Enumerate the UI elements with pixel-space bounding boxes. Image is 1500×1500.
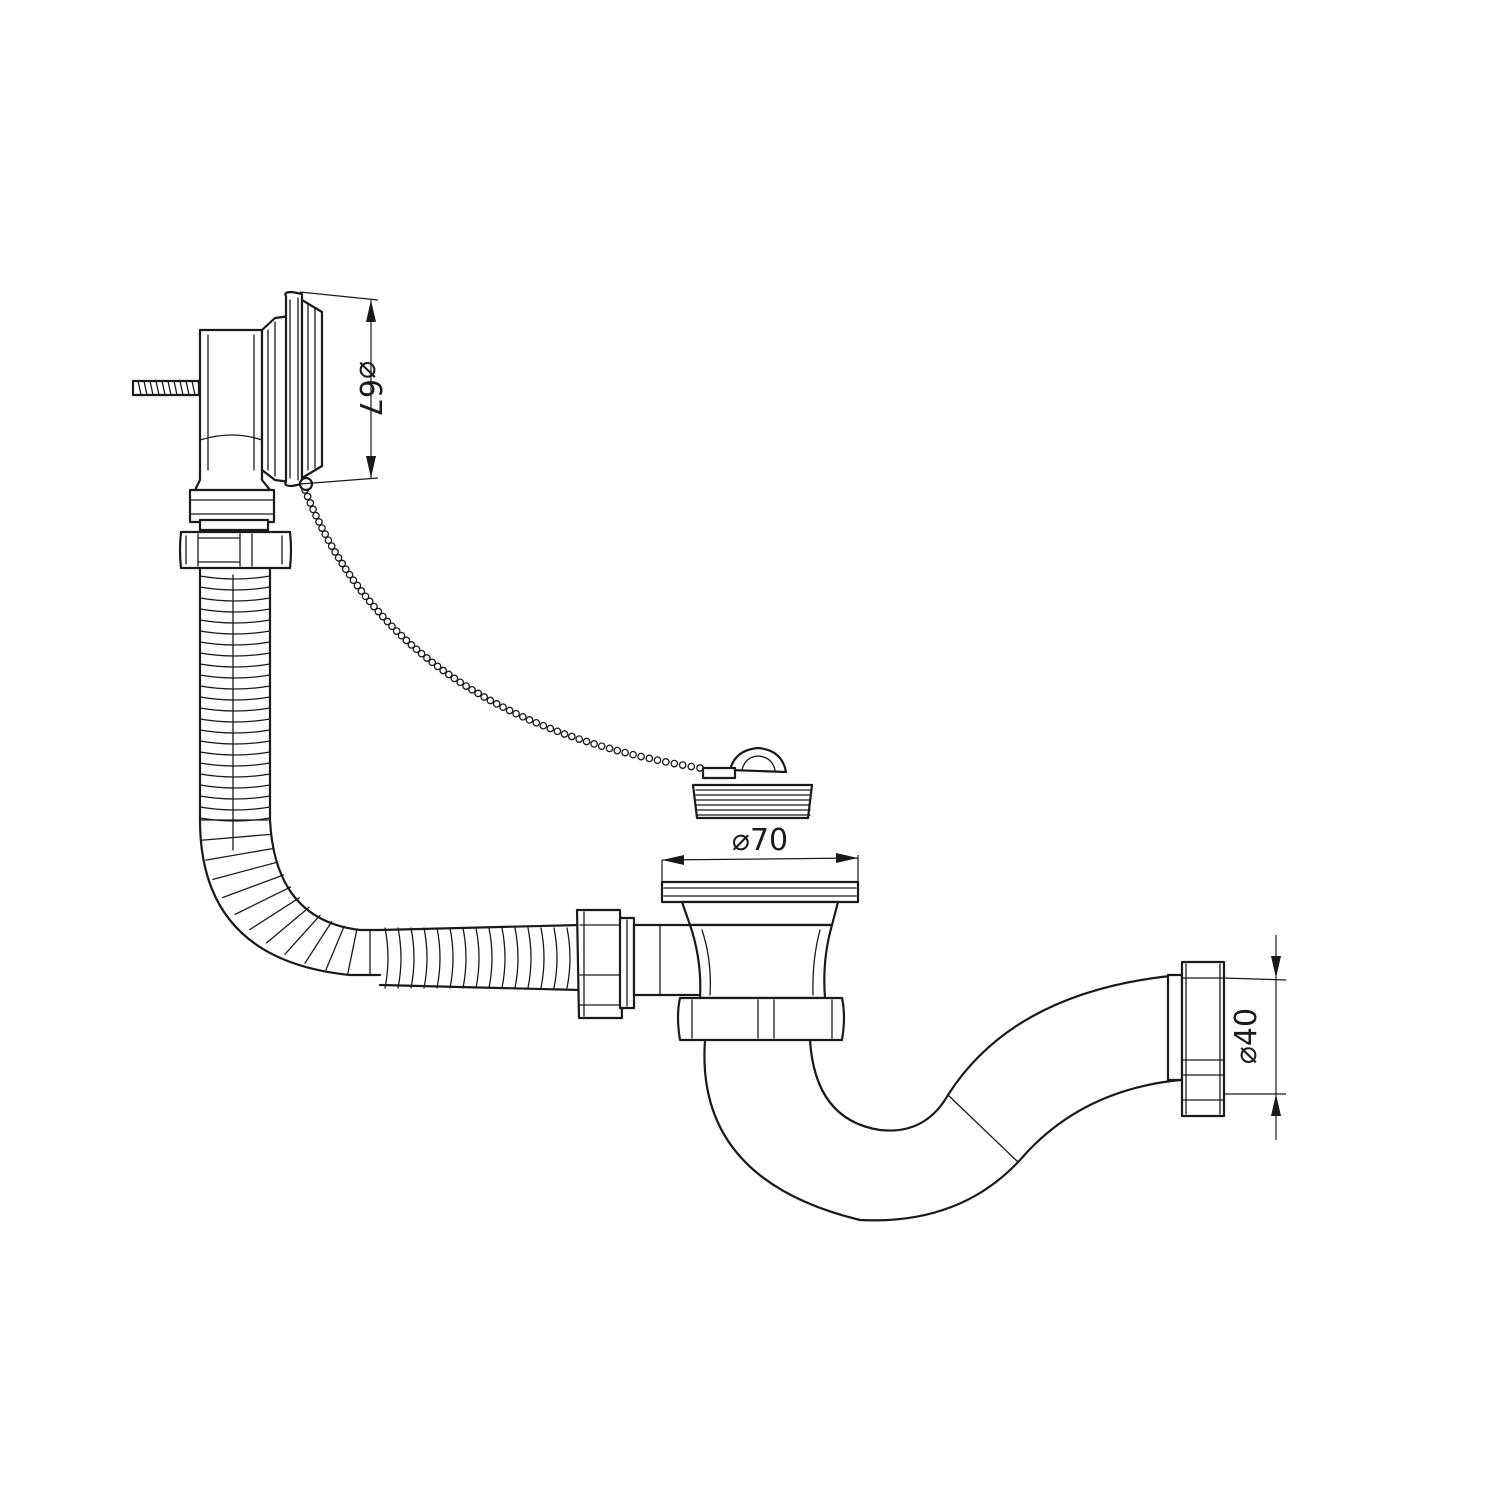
drain-flange	[660, 880, 860, 904]
outlet-union-nut	[1166, 960, 1226, 1118]
corrugated-hose	[198, 566, 582, 992]
hose-union-nut	[575, 908, 636, 1020]
s-trap-pipe	[703, 973, 1182, 1222]
overflow-elbow-body	[194, 328, 272, 502]
overflow-fitting	[131, 290, 324, 532]
drain-union-nut	[676, 996, 846, 1042]
dimension-outlet: ⌀40	[1223, 935, 1287, 1140]
dimension-overflow: ⌀67	[299, 291, 387, 485]
dimension-overflow-label: ⌀67	[352, 361, 387, 417]
overflow-screw	[131, 379, 202, 397]
overflow-flange	[284, 290, 304, 488]
plug-chain	[298, 476, 704, 772]
overflow-union-nut	[178, 530, 293, 570]
drain-body	[660, 880, 860, 1000]
dimension-stopper: ⌀70	[661, 823, 859, 882]
stopper-plug	[691, 746, 814, 820]
dimension-outlet-label: ⌀40	[1229, 1008, 1264, 1064]
dimension-stopper-label: ⌀70	[732, 823, 788, 858]
